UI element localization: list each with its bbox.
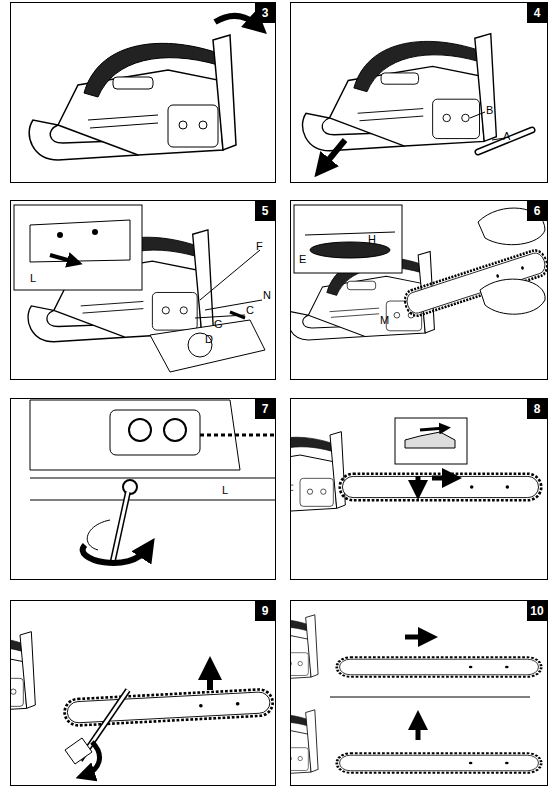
- part-letter: L: [30, 272, 36, 284]
- step-number: 7: [255, 399, 275, 419]
- step-panel: 10: [290, 600, 548, 786]
- step-number: 8: [527, 399, 547, 419]
- part-letter: L: [222, 484, 228, 496]
- saw-drawing: [14, 205, 265, 372]
- part-letter: N: [263, 289, 271, 301]
- saw-drawing: [10, 632, 273, 775]
- part-letter: H: [368, 233, 376, 245]
- step-number: 10: [527, 601, 547, 621]
- saw-drawing: [302, 34, 532, 168]
- step-number: 5: [255, 201, 275, 221]
- step-panel: 9: [10, 600, 276, 786]
- step-number: 3: [255, 3, 275, 23]
- saw-drawing: [290, 418, 541, 515]
- saw-drawing: [30, 400, 276, 565]
- step-panel: 5: [10, 200, 276, 380]
- step-panel: 3: [10, 2, 276, 183]
- step-number: 4: [527, 3, 547, 23]
- saw-drawing: [290, 615, 541, 778]
- part-letter: E: [299, 253, 306, 265]
- saw-drawing: [290, 205, 548, 340]
- step-panel: 6: [290, 200, 548, 380]
- step-number: 9: [255, 601, 275, 621]
- part-letter: G: [214, 318, 223, 330]
- part-letter: D: [205, 333, 213, 345]
- part-letter: A: [503, 130, 510, 142]
- step-panel: 4: [290, 2, 548, 183]
- part-letter: B: [486, 104, 493, 116]
- step-panel: 7: [10, 398, 276, 580]
- part-letter: F: [256, 240, 263, 252]
- step-panel: 8: [290, 398, 548, 580]
- part-letter: M: [380, 314, 389, 326]
- step-number: 6: [527, 201, 547, 221]
- part-letter: C: [246, 304, 254, 316]
- saw-drawing: [29, 16, 258, 160]
